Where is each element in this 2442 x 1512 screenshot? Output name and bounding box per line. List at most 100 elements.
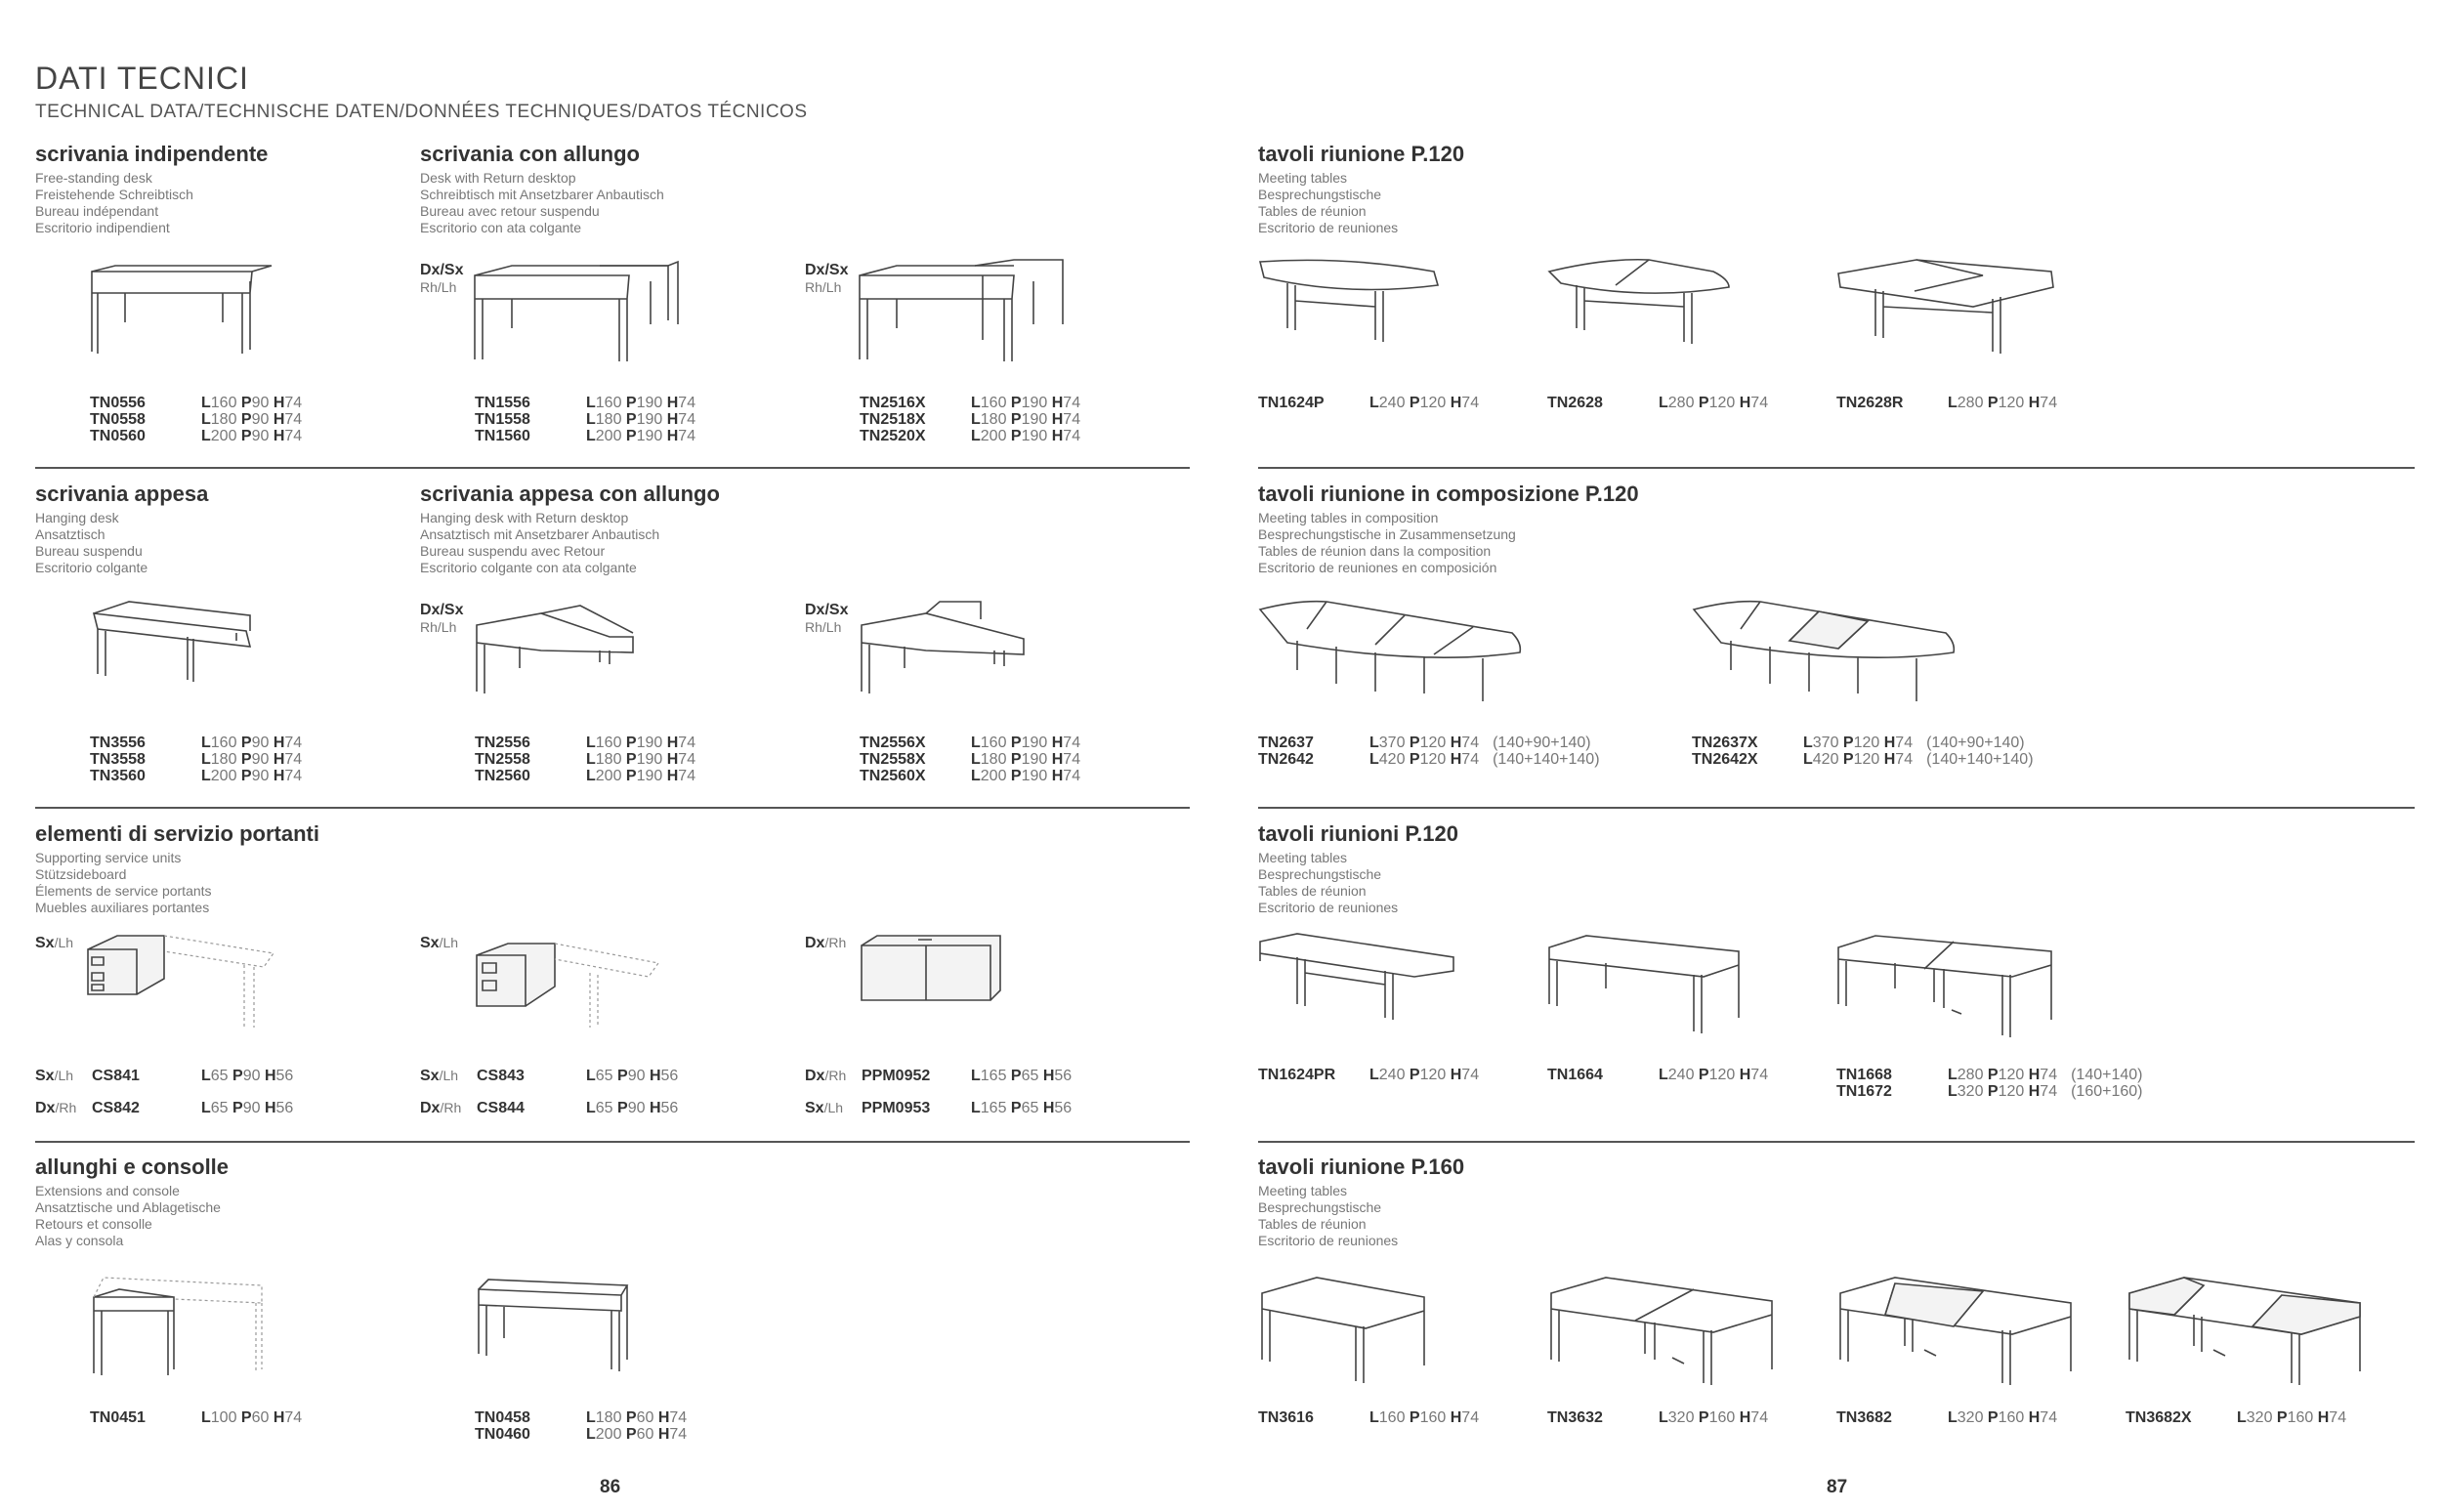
- dimension-line: L320 P160 H74: [2237, 1409, 2347, 1426]
- product-code: TN1624P: [1258, 395, 1325, 411]
- product-row: TN1624P L240 P120 H74: [1258, 395, 1479, 412]
- side-label: Dx/Rh: [420, 1100, 462, 1116]
- dimension-line: L180 P190 H74: [586, 411, 696, 428]
- dimension-line: L280 P120 H74: [1948, 395, 2058, 411]
- product-row: TN2628 L280 P120 H74: [1547, 395, 1768, 412]
- dimension-line: L65 P90 H56: [586, 1068, 679, 1084]
- product-code: CS843: [477, 1068, 525, 1084]
- meeting-table-illustration: [1548, 935, 1740, 1033]
- section-title: scrivania con allungo: [420, 142, 640, 166]
- freestanding-desk-illustration: [91, 265, 273, 354]
- product-code: TN1664: [1547, 1067, 1603, 1083]
- service-unit-illustration: [87, 935, 275, 1028]
- dimension-line: L420 P120 H74(140+140+140): [1803, 751, 2034, 768]
- product-code: TN2628: [1547, 395, 1603, 411]
- product-code: PPM0953: [862, 1100, 931, 1116]
- page-title: DATI TECNICI: [35, 61, 249, 96]
- side-label: Sx/Lh: [35, 935, 74, 951]
- dimension-line: L160 P190 H74: [586, 735, 696, 751]
- section-divider: [1258, 807, 2415, 809]
- product-code: CS841: [92, 1068, 140, 1084]
- section-title: scrivania indipendente: [35, 142, 269, 166]
- section-divider: [1258, 1141, 2415, 1143]
- product-dimensions: L370 P120 H74(140+90+140)L420 P120 H74(1…: [1369, 735, 1600, 768]
- section-title: tavoli riunioni P.120: [1258, 821, 1458, 846]
- dimension-line: L200 P190 H74: [586, 428, 696, 444]
- page-subtitle: TECHNICAL DATA/TECHNISCHE DATEN/DONNÉES …: [35, 102, 808, 122]
- hanging-desk-illustration: [92, 601, 252, 682]
- dimension-line: L160 P190 H74: [586, 395, 696, 411]
- section-title: scrivania appesa con allungo: [420, 482, 720, 506]
- dimension-line: L200 P190 H74: [971, 768, 1081, 784]
- dimension-line: L165 P65 H56: [971, 1100, 1073, 1116]
- section-title: elementi di servizio portanti: [35, 821, 319, 846]
- product-dimensions: L370 P120 H74(140+90+140)L420 P120 H74(1…: [1803, 735, 2034, 768]
- dimension-line: L200 P190 H74: [971, 428, 1081, 444]
- page-number-right: 87: [1827, 1477, 1848, 1497]
- side-label: Sx/Lh: [420, 1068, 459, 1084]
- dimension-line: L240 P120 H74: [1369, 395, 1480, 411]
- product-codes: TN0451: [90, 1409, 146, 1426]
- section-title: tavoli riunione in composizione P.120: [1258, 482, 1639, 506]
- composition-meeting-table-illustration: [1258, 600, 1522, 701]
- meeting-table-illustration: [2128, 1277, 2361, 1385]
- service-item-row: Sx/Lh CS843 L65 P90 H56: [420, 1067, 678, 1085]
- dimension-line: L280 P120 H74: [1659, 395, 1769, 411]
- dimension-line: L420 P120 H74(140+140+140): [1369, 751, 1600, 768]
- meeting-table-illustration: [1837, 259, 2054, 354]
- side-label-en: Rh/Lh: [420, 279, 457, 295]
- side-label: Dx/Rh: [805, 1068, 847, 1084]
- meeting-table-illustration: [1550, 1277, 1773, 1385]
- dimension-line: L160 P90 H74: [201, 395, 303, 411]
- product-code: TN3616: [1258, 1409, 1314, 1426]
- service-item-row: Dx/Rh PPM0952 L165 P65 H56: [805, 1067, 1072, 1085]
- desk-with-return-x-illustration: [859, 259, 1064, 361]
- dimension-line: L320 P120 H74(160+160): [1948, 1083, 2143, 1100]
- dimension-line: L320 P160 H74: [1659, 1409, 1769, 1426]
- section-divider: [35, 807, 1190, 809]
- dimension-line: L280 P120 H74(140+140): [1948, 1067, 2143, 1083]
- dimension-line: L180 P60 H74: [586, 1409, 688, 1426]
- dimension-line: L165 P65 H56: [971, 1068, 1073, 1084]
- product-row: TN3682X L320 P160 H74: [2126, 1409, 2346, 1427]
- product-dimensions: L100 P60 H74: [201, 1409, 302, 1426]
- product-code: PPM0952: [862, 1068, 931, 1084]
- dimension-line: L160 P90 H74: [201, 735, 303, 751]
- section-title: scrivania appesa: [35, 482, 209, 506]
- dimension-line: L200 P60 H74: [586, 1426, 688, 1443]
- sideboard-illustration: [861, 935, 1001, 1001]
- side-label: Dx/Sx: [805, 262, 849, 278]
- section-title: tavoli riunione P.120: [1258, 142, 1465, 166]
- console-illustration: [478, 1279, 629, 1371]
- extension-illustration: [93, 1277, 263, 1375]
- product-code: TN2628R: [1836, 395, 1904, 411]
- meeting-table-illustration: [1259, 933, 1454, 1020]
- dimension-line: L65 P90 H56: [586, 1100, 679, 1116]
- side-label-en: Rh/Lh: [420, 619, 457, 635]
- product-code: TN3682X: [2126, 1409, 2192, 1426]
- section-divider: [1258, 467, 2415, 469]
- dimension-line: L160 P160 H74: [1369, 1409, 1480, 1426]
- meeting-table-illustration: [1839, 1277, 2072, 1385]
- dimension-line: L160 P190 H74: [971, 395, 1081, 411]
- side-label: Sx/Lh: [35, 1068, 74, 1084]
